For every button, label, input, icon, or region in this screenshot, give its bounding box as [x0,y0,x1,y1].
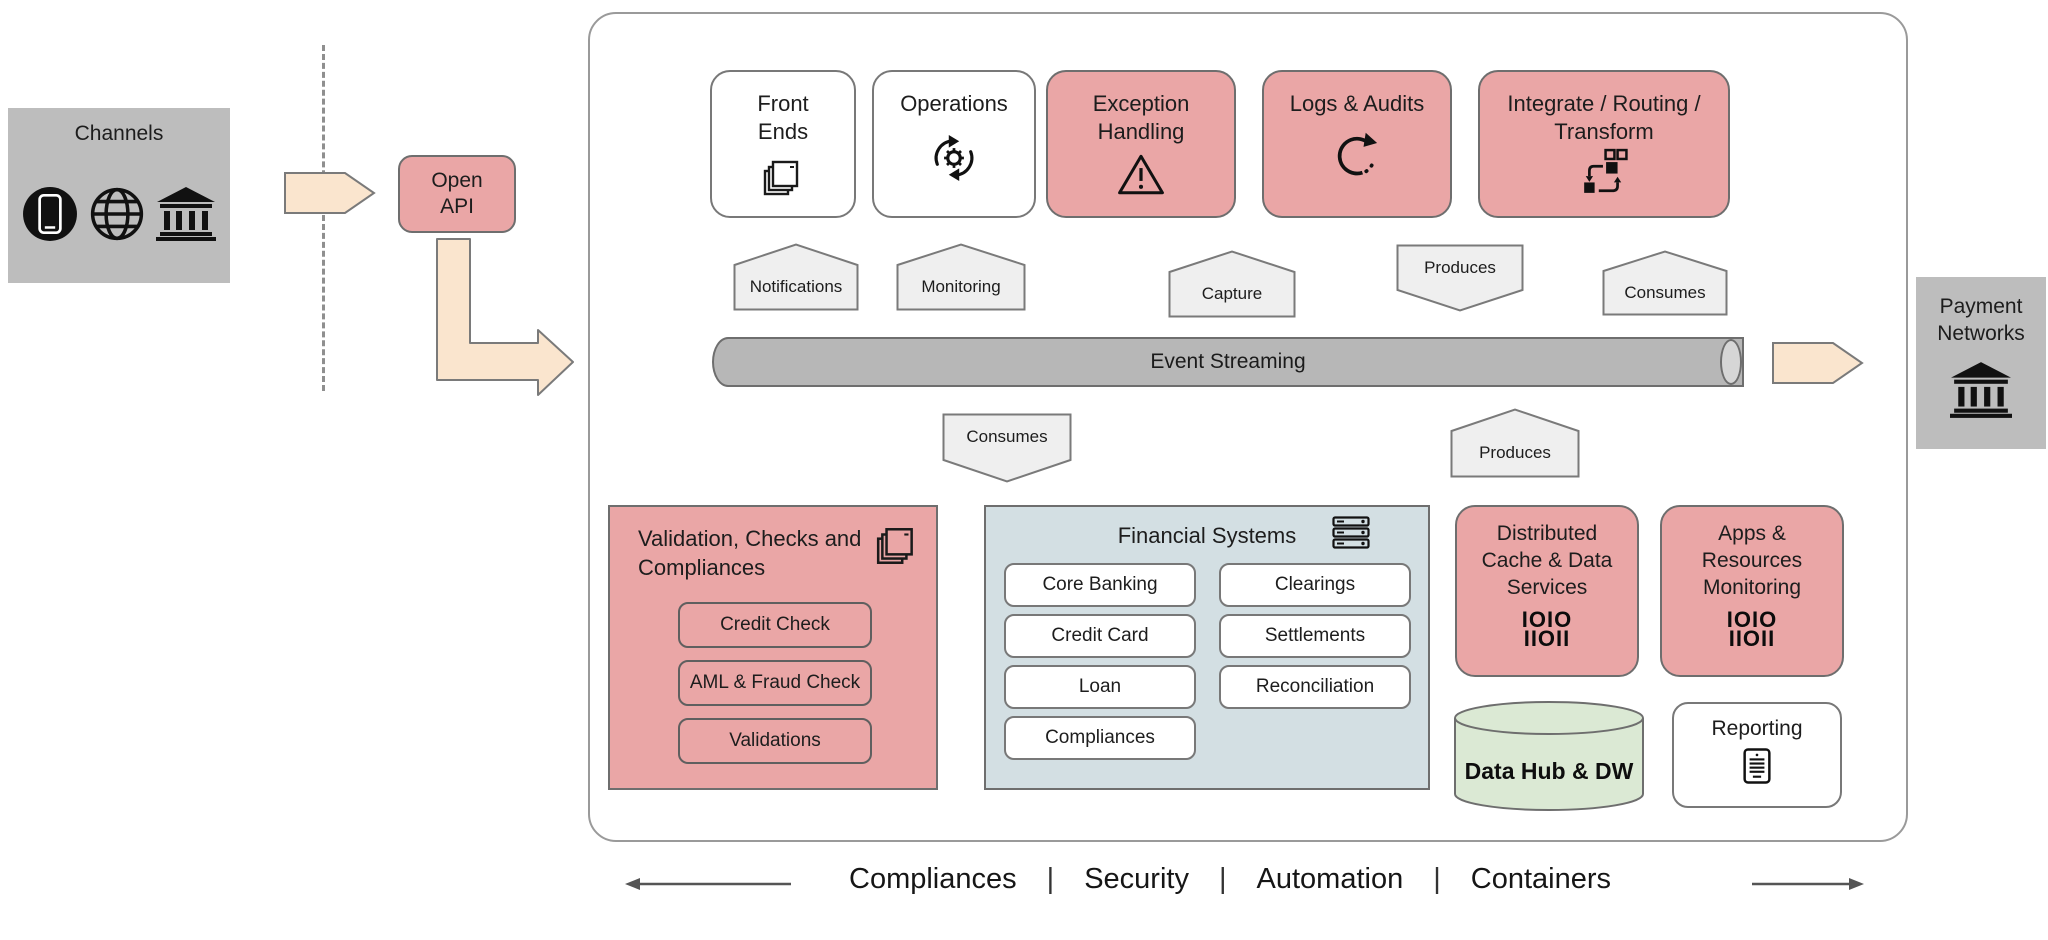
stream-to-payment-arrow [1772,342,1864,389]
open-api-label: Open API [431,168,483,218]
front-ends-label: Front Ends [757,91,809,145]
reconciliation-label: Reconciliation [1255,676,1375,697]
footer-label-automation: Automation [1256,862,1404,895]
binary-line-2: IIOII [1523,626,1571,652]
channels-box: Channels [8,108,230,283]
tag-monitoring-label: Monitoring [921,277,1001,296]
footer-separator: | [1218,862,1227,895]
integrate-routing-box: Integrate / Routing / Transform [1478,70,1730,218]
integrate-routing-label: Integrate / Routing / Transform [1507,91,1701,145]
credit-card-label: Credit Card [1051,625,1149,646]
openapi-elbow-arrow [436,238,576,403]
open-api-box: Open API [398,155,516,233]
logs-audits-box: Logs & Audits [1262,70,1452,218]
event-streaming-bar: Event Streaming [712,337,1744,387]
pages-icon [761,156,805,205]
exception-handling-label: Exception Handling [1092,91,1190,145]
footer-principles: Compliances | Security | Automation | Co… [790,856,1670,902]
warning-icon [1116,152,1166,202]
apps-monitoring-box: Apps & Resources Monitoring IOIO IIOII [1660,505,1844,677]
apps-monitoring-label: Apps & Resources Monitoring [1701,522,1803,599]
validation-box: Validation, Checks and Compliances Credi… [608,505,938,790]
core-banking-label: Core Banking [1042,574,1158,595]
data-hub-label: Data Hub & DW [1464,758,1634,784]
data-hub-cylinder: Data Hub & DW [1453,700,1645,812]
front-ends-box: Front Ends [710,70,856,218]
credit-check-label: Credit Check [720,614,830,635]
event-streaming-label: Event Streaming [1150,350,1306,373]
loan-label: Loan [1078,676,1122,697]
binary-line-1: IOIO [1726,606,1778,632]
settlements-item: Settlements [1219,614,1411,658]
footer-right-arrow-icon [1752,876,1864,897]
clearings-item: Clearings [1219,563,1411,607]
footer-separator: | [1046,862,1055,895]
tag-produces-bottom: Produces [1450,408,1580,478]
reporting-label: Reporting [1711,717,1803,740]
footer-label-security: Security [1084,862,1189,895]
bank-icon [156,187,216,246]
footer-label-compliances: Compliances [849,862,1017,895]
financial-systems-box: Financial Systems Core Banking Credit Ca… [984,505,1430,790]
compliances-item: Compliances [1004,716,1196,760]
tag-consumes-bottom-label: Consumes [966,427,1048,446]
globe-icon [89,186,145,247]
reconciliation-item: Reconciliation [1219,665,1411,709]
tag-produces-top: Produces [1396,244,1524,312]
cycle-gear-icon [930,134,978,187]
financial-systems-title: Financial Systems [1117,523,1297,548]
operations-box: Operations [872,70,1036,218]
operations-label: Operations [900,91,1008,116]
footer-separator: | [1433,862,1441,895]
footer-left-arrow-icon [625,876,793,897]
footer-label-containers: Containers [1470,862,1611,895]
transform-icon [1580,148,1628,201]
binary-code-icon: IOIO IIOII [1521,606,1573,652]
tag-notifications-label: Notifications [749,277,843,296]
credit-check-item: Credit Check [678,602,872,648]
tag-produces-bottom-label: Produces [1479,443,1551,462]
binary-line-2: IIOII [1728,626,1776,652]
exception-handling-box: Exception Handling [1046,70,1236,218]
tag-consumes-top-label: Consumes [1624,283,1706,302]
core-banking-item: Core Banking [1004,563,1196,607]
aml-fraud-check-item: AML & Fraud Check [678,660,872,706]
logs-audits-label: Logs & Audits [1289,91,1425,116]
aml-fraud-check-label: AML & Fraud Check [689,672,861,693]
channels-to-openapi-arrow [284,172,376,219]
settlements-label: Settlements [1264,625,1366,646]
binary-code-icon: IOIO IIOII [1726,606,1778,652]
tag-consumes-top: Consumes [1602,250,1728,316]
tag-consumes-bottom: Consumes [942,413,1072,483]
event-streaming-end-cap [1720,339,1742,385]
distributed-cache-label: Distributed Cache & Data Services [1481,522,1613,599]
validation-title: Validation, Checks and Compliances [638,526,862,580]
validations-label: Validations [729,730,821,751]
payment-networks-box: Payment Networks [1916,277,2046,449]
payment-networks-title: Payment Networks [1937,295,2025,346]
validations-item: Validations [678,718,872,764]
tag-capture: Capture [1168,250,1296,318]
refresh-icon [1332,130,1382,185]
tag-produces-top-label: Produces [1424,258,1496,277]
reporting-box: Reporting [1672,702,1842,808]
distributed-cache-box: Distributed Cache & Data Services IOIO I… [1455,505,1639,677]
tag-monitoring: Monitoring [896,243,1026,311]
report-doc-icon [1743,747,1771,790]
boundary-dashed-line [322,45,325,391]
tag-notifications: Notifications [733,243,859,311]
server-icon [1332,515,1370,556]
tag-capture-label: Capture [1201,284,1263,303]
pages-icon [874,523,920,574]
credit-card-item: Credit Card [1004,614,1196,658]
clearings-label: Clearings [1274,574,1356,595]
compliances-label: Compliances [1045,727,1155,748]
bank-icon [1950,361,2012,423]
channels-title: Channels [74,122,164,145]
mobile-icon [22,186,78,247]
binary-line-1: IOIO [1521,606,1573,632]
loan-item: Loan [1004,665,1196,709]
